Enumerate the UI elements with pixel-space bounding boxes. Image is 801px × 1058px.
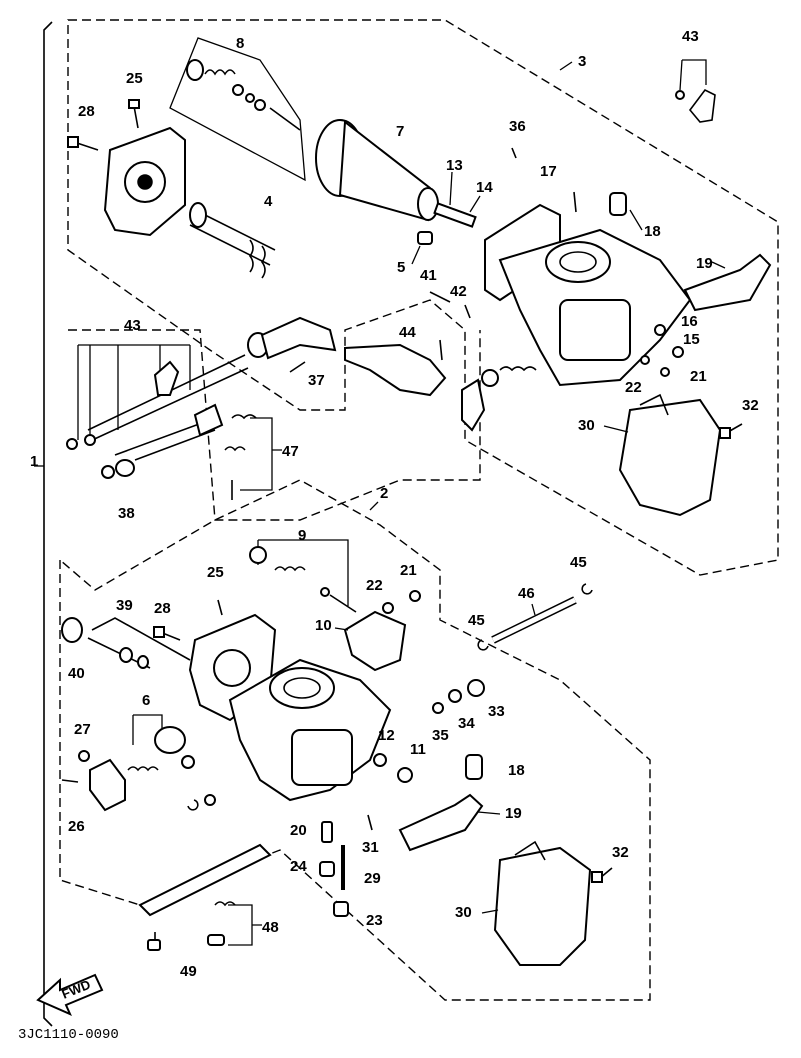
bracket-10: [343, 610, 407, 672]
parts-8-group: [169, 37, 306, 182]
callout-22: 22: [366, 577, 383, 594]
callout-36: 36: [509, 118, 526, 135]
callout-21: 21: [690, 368, 707, 385]
lower-carburetor-parts: [61, 539, 613, 966]
callout-17: 17: [540, 163, 557, 180]
callout-43: 43: [124, 317, 141, 334]
fwd-arrow: FWD: [36, 973, 104, 1016]
callout-31: 31: [362, 839, 379, 856]
vacuum-piston-7: [315, 119, 439, 222]
linkage-parts: [66, 316, 537, 500]
callout-37: 37: [308, 372, 325, 389]
callout-8: 8: [236, 35, 244, 52]
callout-4: 4: [264, 193, 273, 210]
callout-43: 43: [682, 28, 699, 45]
callout-labels: 1234567891011121314151617181819192021212…: [30, 28, 759, 980]
callout-44: 44: [399, 324, 416, 341]
bracket-44: [344, 343, 447, 397]
link-plate: [138, 843, 272, 917]
callout-45: 45: [570, 554, 587, 571]
float-bowl-30-upper: [618, 398, 722, 517]
callout-46: 46: [518, 585, 535, 602]
assembly-1-bracket: [43, 21, 53, 1027]
callout-45: 45: [468, 612, 485, 629]
callout-20: 20: [290, 822, 307, 839]
callout-19: 19: [505, 805, 522, 822]
callout-28: 28: [78, 103, 95, 120]
callout-22: 22: [625, 379, 642, 396]
callout-1: 1: [30, 453, 38, 470]
callout-24: 24: [290, 858, 307, 875]
assembly-3-outline: [67, 19, 779, 576]
callout-18: 18: [508, 762, 525, 779]
callout-25: 25: [126, 70, 143, 87]
spring-4: [189, 209, 276, 266]
callout-11: 11: [410, 741, 426, 758]
callout-34: 34: [458, 715, 475, 732]
callout-30: 30: [455, 904, 472, 921]
upper-carburetor-parts: [67, 37, 772, 517]
callout-6: 6: [142, 692, 150, 709]
callout-19: 19: [696, 255, 713, 272]
callout-32: 32: [612, 844, 629, 861]
callout-42: 42: [450, 283, 467, 300]
callout-27: 27: [74, 721, 91, 738]
callout-39: 39: [116, 597, 133, 614]
callout-9: 9: [298, 527, 306, 544]
callout-28: 28: [154, 600, 171, 617]
callout-32: 32: [742, 397, 759, 414]
drawing-code: 3JC1110-0090: [18, 1027, 119, 1043]
fuel-hose-19-lower: [398, 793, 484, 852]
callout-26: 26: [68, 818, 85, 835]
callout-10: 10: [315, 617, 332, 634]
callout-33: 33: [488, 703, 505, 720]
callout-49: 49: [180, 963, 197, 980]
callout-29: 29: [364, 870, 381, 887]
fuel-hose-19-upper: [683, 253, 772, 312]
callout-40: 40: [68, 665, 85, 682]
callout-23: 23: [366, 912, 383, 929]
callout-18: 18: [644, 223, 661, 240]
callout-7: 7: [396, 123, 404, 140]
float-bowl-30-lower: [493, 846, 592, 966]
callout-14: 14: [476, 179, 493, 196]
lever-43-upper: [688, 88, 716, 123]
callout-5: 5: [397, 259, 405, 276]
callout-3: 3: [578, 53, 586, 70]
callout-21: 21: [400, 562, 417, 579]
callout-12: 12: [378, 727, 395, 744]
callout-25: 25: [207, 564, 224, 581]
callout-16: 16: [681, 313, 698, 330]
callout-35: 35: [432, 727, 449, 744]
linkage-outline: [68, 329, 481, 521]
callout-2: 2: [380, 485, 388, 502]
callout-13: 13: [446, 157, 463, 174]
callout-48: 48: [262, 919, 279, 936]
callout-38: 38: [118, 505, 135, 522]
callout-30: 30: [578, 417, 595, 434]
callout-41: 41: [420, 267, 437, 284]
callout-47: 47: [282, 443, 299, 460]
callout-15: 15: [683, 331, 700, 348]
